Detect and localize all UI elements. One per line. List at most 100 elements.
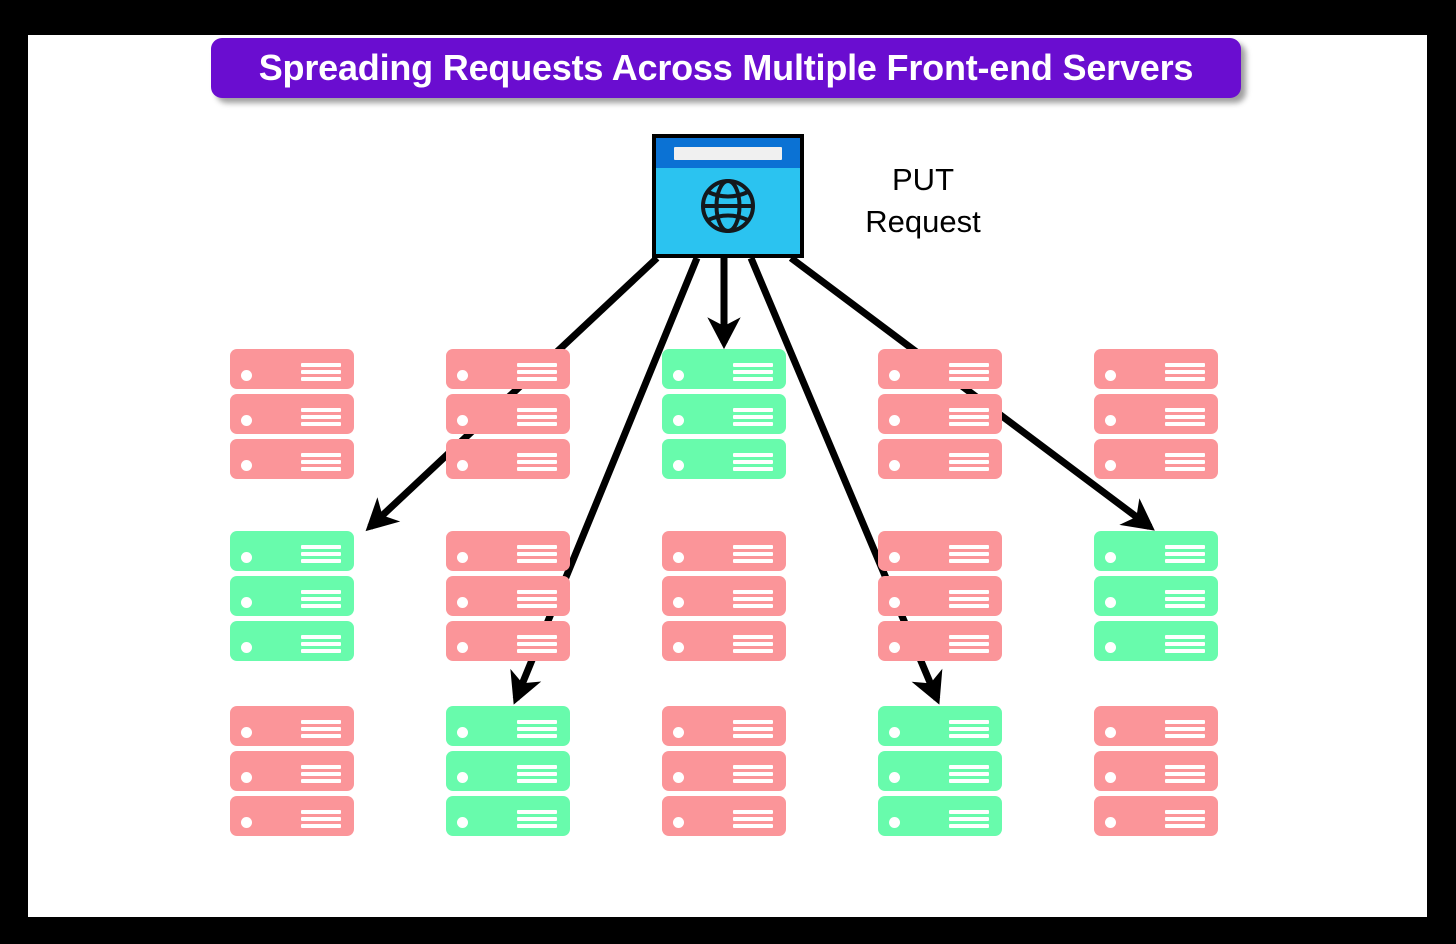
server-unit[interactable]: [878, 576, 1002, 616]
server-rack[interactable]: [446, 706, 570, 841]
server-vents-icon: [733, 635, 773, 656]
server-unit[interactable]: [230, 621, 354, 661]
server-unit[interactable]: [1094, 621, 1218, 661]
server-status-led-icon: [673, 597, 684, 608]
server-vents-icon: [733, 363, 773, 384]
server-unit[interactable]: [230, 394, 354, 434]
server-unit[interactable]: [878, 796, 1002, 836]
server-vents-icon: [517, 635, 557, 656]
server-rack[interactable]: [1094, 531, 1218, 666]
server-rack[interactable]: [662, 706, 786, 841]
server-vents-icon: [517, 810, 557, 831]
server-rack[interactable]: [230, 349, 354, 484]
server-unit[interactable]: [878, 349, 1002, 389]
server-status-led-icon: [673, 772, 684, 783]
server-unit[interactable]: [662, 751, 786, 791]
server-unit[interactable]: [662, 706, 786, 746]
server-status-led-icon: [241, 727, 252, 738]
server-unit[interactable]: [446, 394, 570, 434]
server-status-led-icon: [1105, 642, 1116, 653]
server-unit[interactable]: [878, 706, 1002, 746]
server-unit[interactable]: [446, 439, 570, 479]
server-unit[interactable]: [878, 439, 1002, 479]
server-unit[interactable]: [446, 531, 570, 571]
server-status-led-icon: [889, 415, 900, 426]
server-unit[interactable]: [878, 751, 1002, 791]
server-vents-icon: [517, 720, 557, 741]
server-unit[interactable]: [446, 349, 570, 389]
server-unit[interactable]: [662, 394, 786, 434]
server-vents-icon: [949, 810, 989, 831]
server-unit[interactable]: [662, 796, 786, 836]
server-status-led-icon: [241, 460, 252, 471]
server-rack[interactable]: [878, 349, 1002, 484]
server-status-led-icon: [889, 642, 900, 653]
request-method-label: PUT: [892, 162, 954, 197]
server-status-led-icon: [1105, 727, 1116, 738]
server-unit[interactable]: [446, 621, 570, 661]
server-unit[interactable]: [446, 706, 570, 746]
request-label: PUT Request: [823, 159, 1023, 243]
server-status-led-icon: [889, 817, 900, 828]
server-vents-icon: [949, 635, 989, 656]
server-unit[interactable]: [1094, 531, 1218, 571]
server-unit[interactable]: [662, 531, 786, 571]
server-unit[interactable]: [230, 706, 354, 746]
server-unit[interactable]: [1094, 796, 1218, 836]
server-vents-icon: [1165, 810, 1205, 831]
request-word-label: Request: [865, 204, 981, 239]
server-rack[interactable]: [446, 349, 570, 484]
server-unit[interactable]: [230, 751, 354, 791]
server-unit[interactable]: [446, 751, 570, 791]
server-vents-icon: [733, 453, 773, 474]
server-status-led-icon: [1105, 552, 1116, 563]
server-unit[interactable]: [1094, 751, 1218, 791]
server-unit[interactable]: [230, 439, 354, 479]
server-status-led-icon: [673, 552, 684, 563]
page-title: Spreading Requests Across Multiple Front…: [258, 47, 1194, 88]
server-status-led-icon: [673, 642, 684, 653]
server-unit[interactable]: [662, 349, 786, 389]
server-vents-icon: [517, 363, 557, 384]
server-unit[interactable]: [230, 349, 354, 389]
server-unit[interactable]: [1094, 706, 1218, 746]
server-unit[interactable]: [878, 394, 1002, 434]
server-unit[interactable]: [1094, 576, 1218, 616]
server-rack[interactable]: [662, 531, 786, 666]
server-rack[interactable]: [230, 531, 354, 666]
server-status-led-icon: [457, 597, 468, 608]
server-rack[interactable]: [1094, 706, 1218, 841]
server-unit[interactable]: [1094, 439, 1218, 479]
server-vents-icon: [1165, 453, 1205, 474]
server-vents-icon: [301, 590, 341, 611]
server-unit[interactable]: [662, 439, 786, 479]
server-rack[interactable]: [1094, 349, 1218, 484]
server-rack[interactable]: [446, 531, 570, 666]
server-unit[interactable]: [1094, 349, 1218, 389]
server-rack[interactable]: [878, 706, 1002, 841]
server-status-led-icon: [889, 552, 900, 563]
server-vents-icon: [1165, 720, 1205, 741]
server-unit[interactable]: [1094, 394, 1218, 434]
server-unit[interactable]: [446, 796, 570, 836]
server-vents-icon: [733, 720, 773, 741]
server-unit[interactable]: [230, 576, 354, 616]
server-rack[interactable]: [662, 349, 786, 484]
server-vents-icon: [301, 453, 341, 474]
server-unit[interactable]: [662, 576, 786, 616]
server-status-led-icon: [673, 370, 684, 381]
server-rack[interactable]: [230, 706, 354, 841]
server-status-led-icon: [1105, 597, 1116, 608]
server-unit[interactable]: [878, 531, 1002, 571]
server-status-led-icon: [889, 772, 900, 783]
server-unit[interactable]: [662, 621, 786, 661]
server-status-led-icon: [889, 597, 900, 608]
server-unit[interactable]: [230, 796, 354, 836]
server-status-led-icon: [673, 460, 684, 471]
server-rack[interactable]: [878, 531, 1002, 666]
server-status-led-icon: [1105, 415, 1116, 426]
server-unit[interactable]: [446, 576, 570, 616]
server-unit[interactable]: [230, 531, 354, 571]
browser-window-icon: [652, 134, 804, 258]
server-unit[interactable]: [878, 621, 1002, 661]
